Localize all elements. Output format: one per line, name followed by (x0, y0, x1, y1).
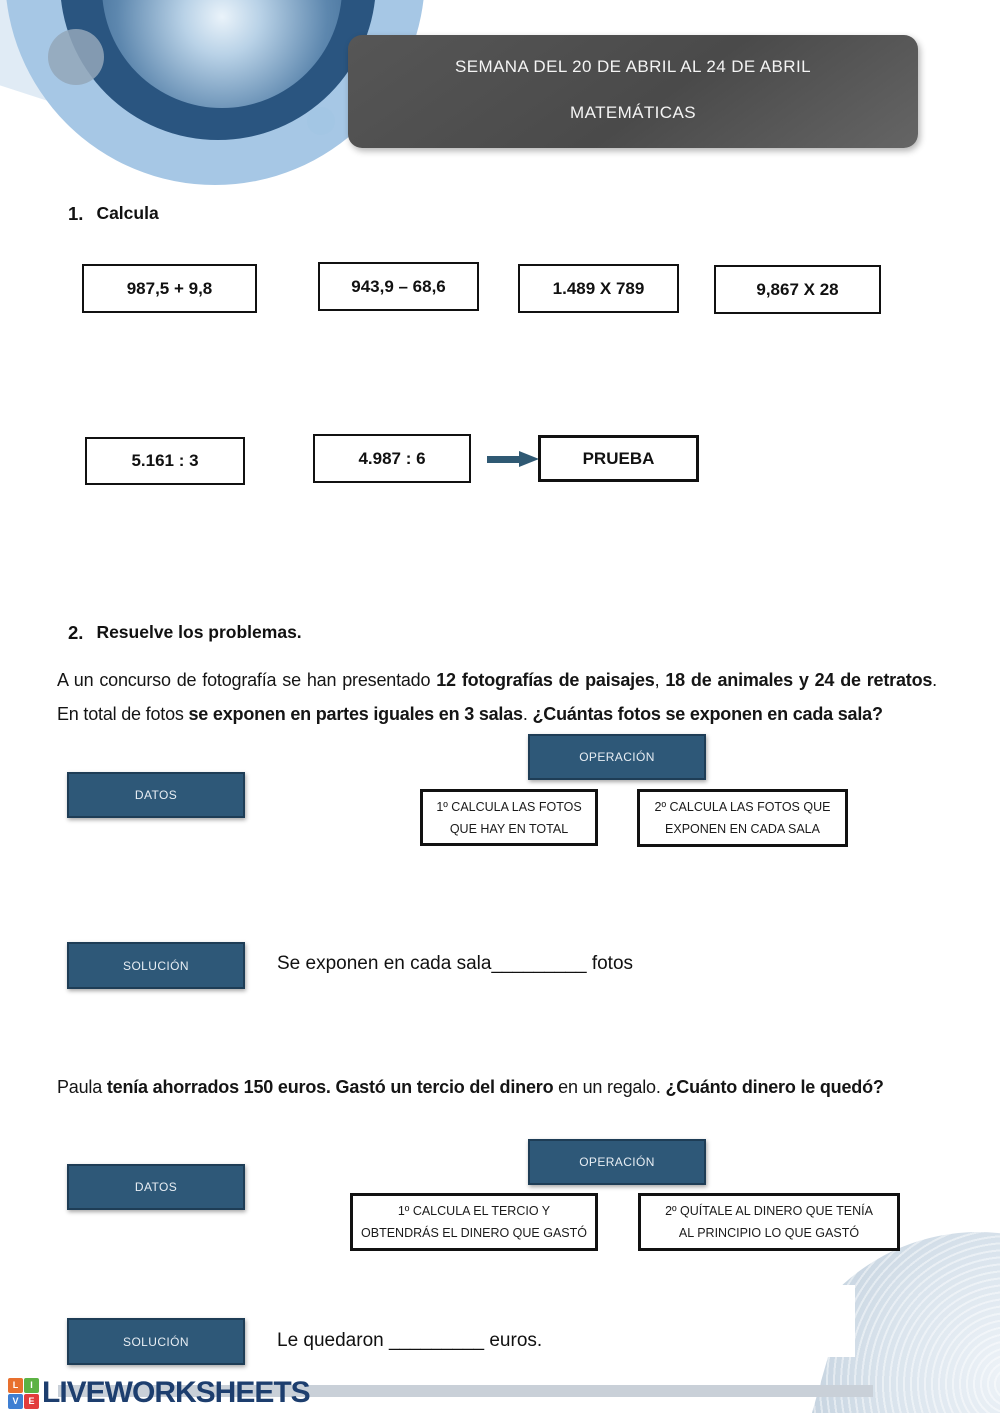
decor-gray-circle (48, 29, 104, 85)
problem2-step1-box: 1º CALCULA EL TERCIO Y OBTENDRÁS EL DINE… (350, 1193, 598, 1251)
arrow-right-icon (487, 451, 539, 468)
logo-tile-i: I (24, 1377, 39, 1393)
problem1-answer-line[interactable]: Se exponen en cada sala_________ fotos (277, 953, 634, 974)
problem2-text: Paula tenía ahorrados 150 euros. Gastó u… (57, 1077, 884, 1097)
step-line: 2º QUÍTALE AL DINERO QUE TENÍA (665, 1204, 873, 1218)
step-line: 2º CALCULA LAS FOTOS QUE (654, 800, 831, 814)
liveworksheets-logo-text: LIVEWORKSHEETS (42, 1376, 311, 1409)
logo-tile-v: V (8, 1393, 23, 1409)
problem2-datos-button[interactable]: DATOS (67, 1164, 245, 1210)
calc-box-multiplication-2: 9,867 X 28 (714, 265, 881, 314)
section1-heading: 1. Calcula (68, 203, 159, 225)
calc-box-addition: 987,5 + 9,8 (82, 264, 257, 313)
problem1-step1-box: 1º CALCULA LAS FOTOS QUE HAY EN TOTAL (420, 789, 598, 846)
problem1-datos-button[interactable]: DATOS (67, 772, 245, 818)
section2-number: 2. (68, 622, 84, 643)
problem2-answer-line[interactable]: Le quedaron _________ euros. (277, 1330, 543, 1351)
problem1-operacion-button[interactable]: OPERACIÓN (528, 734, 706, 780)
problem1-text: A un concurso de fotografía se han prese… (57, 670, 937, 724)
step-line: OBTENDRÁS EL DINERO QUE GASTÓ (361, 1226, 587, 1240)
step-line: QUE HAY EN TOTAL (449, 821, 569, 836)
worksheet-header: SEMANA DEL 20 DE ABRIL AL 24 DE ABRIL MA… (348, 35, 918, 148)
problem2-operacion-button[interactable]: OPERACIÓN (528, 1139, 706, 1185)
liveworksheets-logo-icon: L I V E (8, 1377, 39, 1409)
calc-box-division-1: 5.161 : 3 (85, 437, 245, 485)
problem1-solucion-button[interactable]: SOLUCIÓN (67, 942, 245, 989)
step-line: 1º CALCULA EL TERCIO Y (397, 1204, 551, 1218)
section2-heading: 2. Resuelve los problemas. (68, 622, 302, 644)
logo-tile-l: L (8, 1377, 23, 1393)
calc-box-subtraction: 943,9 – 68,6 (318, 262, 479, 311)
calc-box-multiplication-1: 1.489 X 789 (518, 264, 679, 313)
step-line: 1º CALCULA LAS FOTOS (436, 799, 582, 814)
header-subject-title: MATEMÁTICAS (570, 103, 696, 122)
problem1-step2-box: 2º CALCULA LAS FOTOS QUE EXPONEN EN CADA… (637, 789, 848, 847)
calc-box-division-2: 4.987 : 6 (313, 434, 471, 483)
step-line: EXPONEN EN CADA SALA (665, 822, 820, 836)
problem2-solucion-button[interactable]: SOLUCIÓN (67, 1318, 245, 1365)
header-week-title: SEMANA DEL 20 DE ABRIL AL 24 DE ABRIL (455, 57, 811, 76)
liveworksheets-logo[interactable]: L I V E LIVEWORKSHEETS (8, 1376, 311, 1410)
section2-title: Resuelve los problemas. (96, 622, 302, 642)
problem2-step2-box: 2º QUÍTALE AL DINERO QUE TENÍA AL PRINCI… (638, 1193, 900, 1251)
logo-tile-e: E (24, 1393, 39, 1409)
prueba-box: PRUEBA (538, 435, 699, 482)
decor-small-blue-circle (307, 107, 335, 135)
step-line: AL PRINCIPIO LO QUE GASTÓ (678, 1226, 860, 1240)
section1-title: Calcula (96, 203, 159, 223)
section1-number: 1. (68, 203, 84, 224)
footer-stripe (58, 1385, 873, 1397)
